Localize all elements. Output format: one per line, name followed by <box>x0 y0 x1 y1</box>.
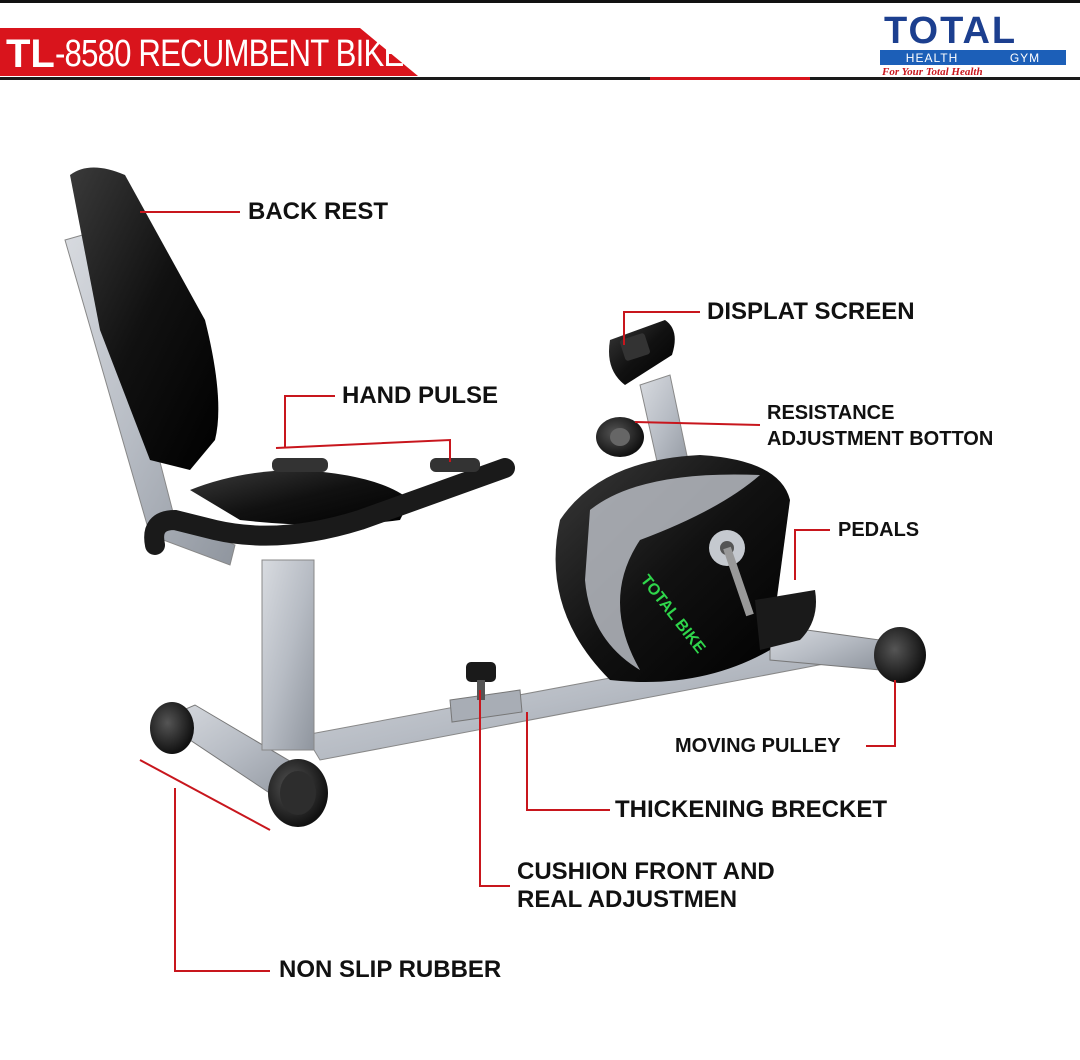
leader-hand-pulse-bar <box>275 438 451 462</box>
label-cushion-line2: REAL ADJUSTMEN <box>517 886 738 913</box>
label-resistance-line1: RESISTANCE <box>767 402 895 424</box>
title-banner <box>0 28 1080 80</box>
handlebars <box>144 458 515 555</box>
callout-lines <box>139 211 896 972</box>
logo-band-left: HEALTH <box>905 50 959 65</box>
label-non-slip-rubber: NON SLIP RUBBER <box>279 956 502 983</box>
label-hand-pulse: HAND PULSE <box>342 382 499 409</box>
label-pedals: PEDALS <box>838 519 920 541</box>
logo-band-right: GYM <box>1009 50 1041 65</box>
brand-logo: TOTAL HEALTH GYM For Your Total Health <box>880 10 1068 78</box>
pedal-assembly <box>723 546 816 650</box>
label-thickening-bracket: THICKENING BRECKET <box>615 796 888 823</box>
leader-non-slip-stem <box>174 788 270 972</box>
leader-display <box>623 311 700 345</box>
resistance-knob <box>596 417 644 457</box>
label-resistance-line2: ADJUSTMENT BOTTON <box>767 428 994 450</box>
leader-hand-pulse <box>284 395 335 448</box>
label-back-rest: BACK REST <box>248 198 389 225</box>
leader-thickening <box>526 712 610 811</box>
leader-moving-pulley <box>866 680 896 747</box>
label-resistance: RESISTANCE ADJUSTMENT BOTTON <box>767 400 993 452</box>
leader-cushion <box>479 690 510 887</box>
logo-band: HEALTH GYM <box>880 50 1066 65</box>
console-post <box>609 320 691 476</box>
leader-resistance <box>634 421 761 426</box>
top-border-line <box>0 0 1080 3</box>
logo-tagline: For Your Total Health <box>882 66 983 78</box>
flywheel-housing: TOTAL BIKE <box>555 455 790 682</box>
label-cushion-line1: CUSHION FRONT AND <box>517 858 775 885</box>
logo-name: TOTAL <box>884 10 1018 52</box>
title-prefix: TL <box>6 31 55 76</box>
page-title: TL-8580 RECUMBENT BIKE <box>0 30 480 78</box>
label-cushion: CUSHION FRONT AND REAL ADJUSTMEN <box>517 858 775 914</box>
leader-pedals <box>794 529 830 580</box>
label-display-screen: DISPLAT SCREEN <box>707 298 915 325</box>
seat-frame <box>64 167 236 566</box>
leader-non-slip <box>139 759 271 831</box>
rear-stabilizer <box>150 702 328 827</box>
label-moving-pulley: MOVING PULLEY <box>675 735 841 757</box>
title-text: -8580 RECUMBENT BIKE <box>54 32 404 75</box>
